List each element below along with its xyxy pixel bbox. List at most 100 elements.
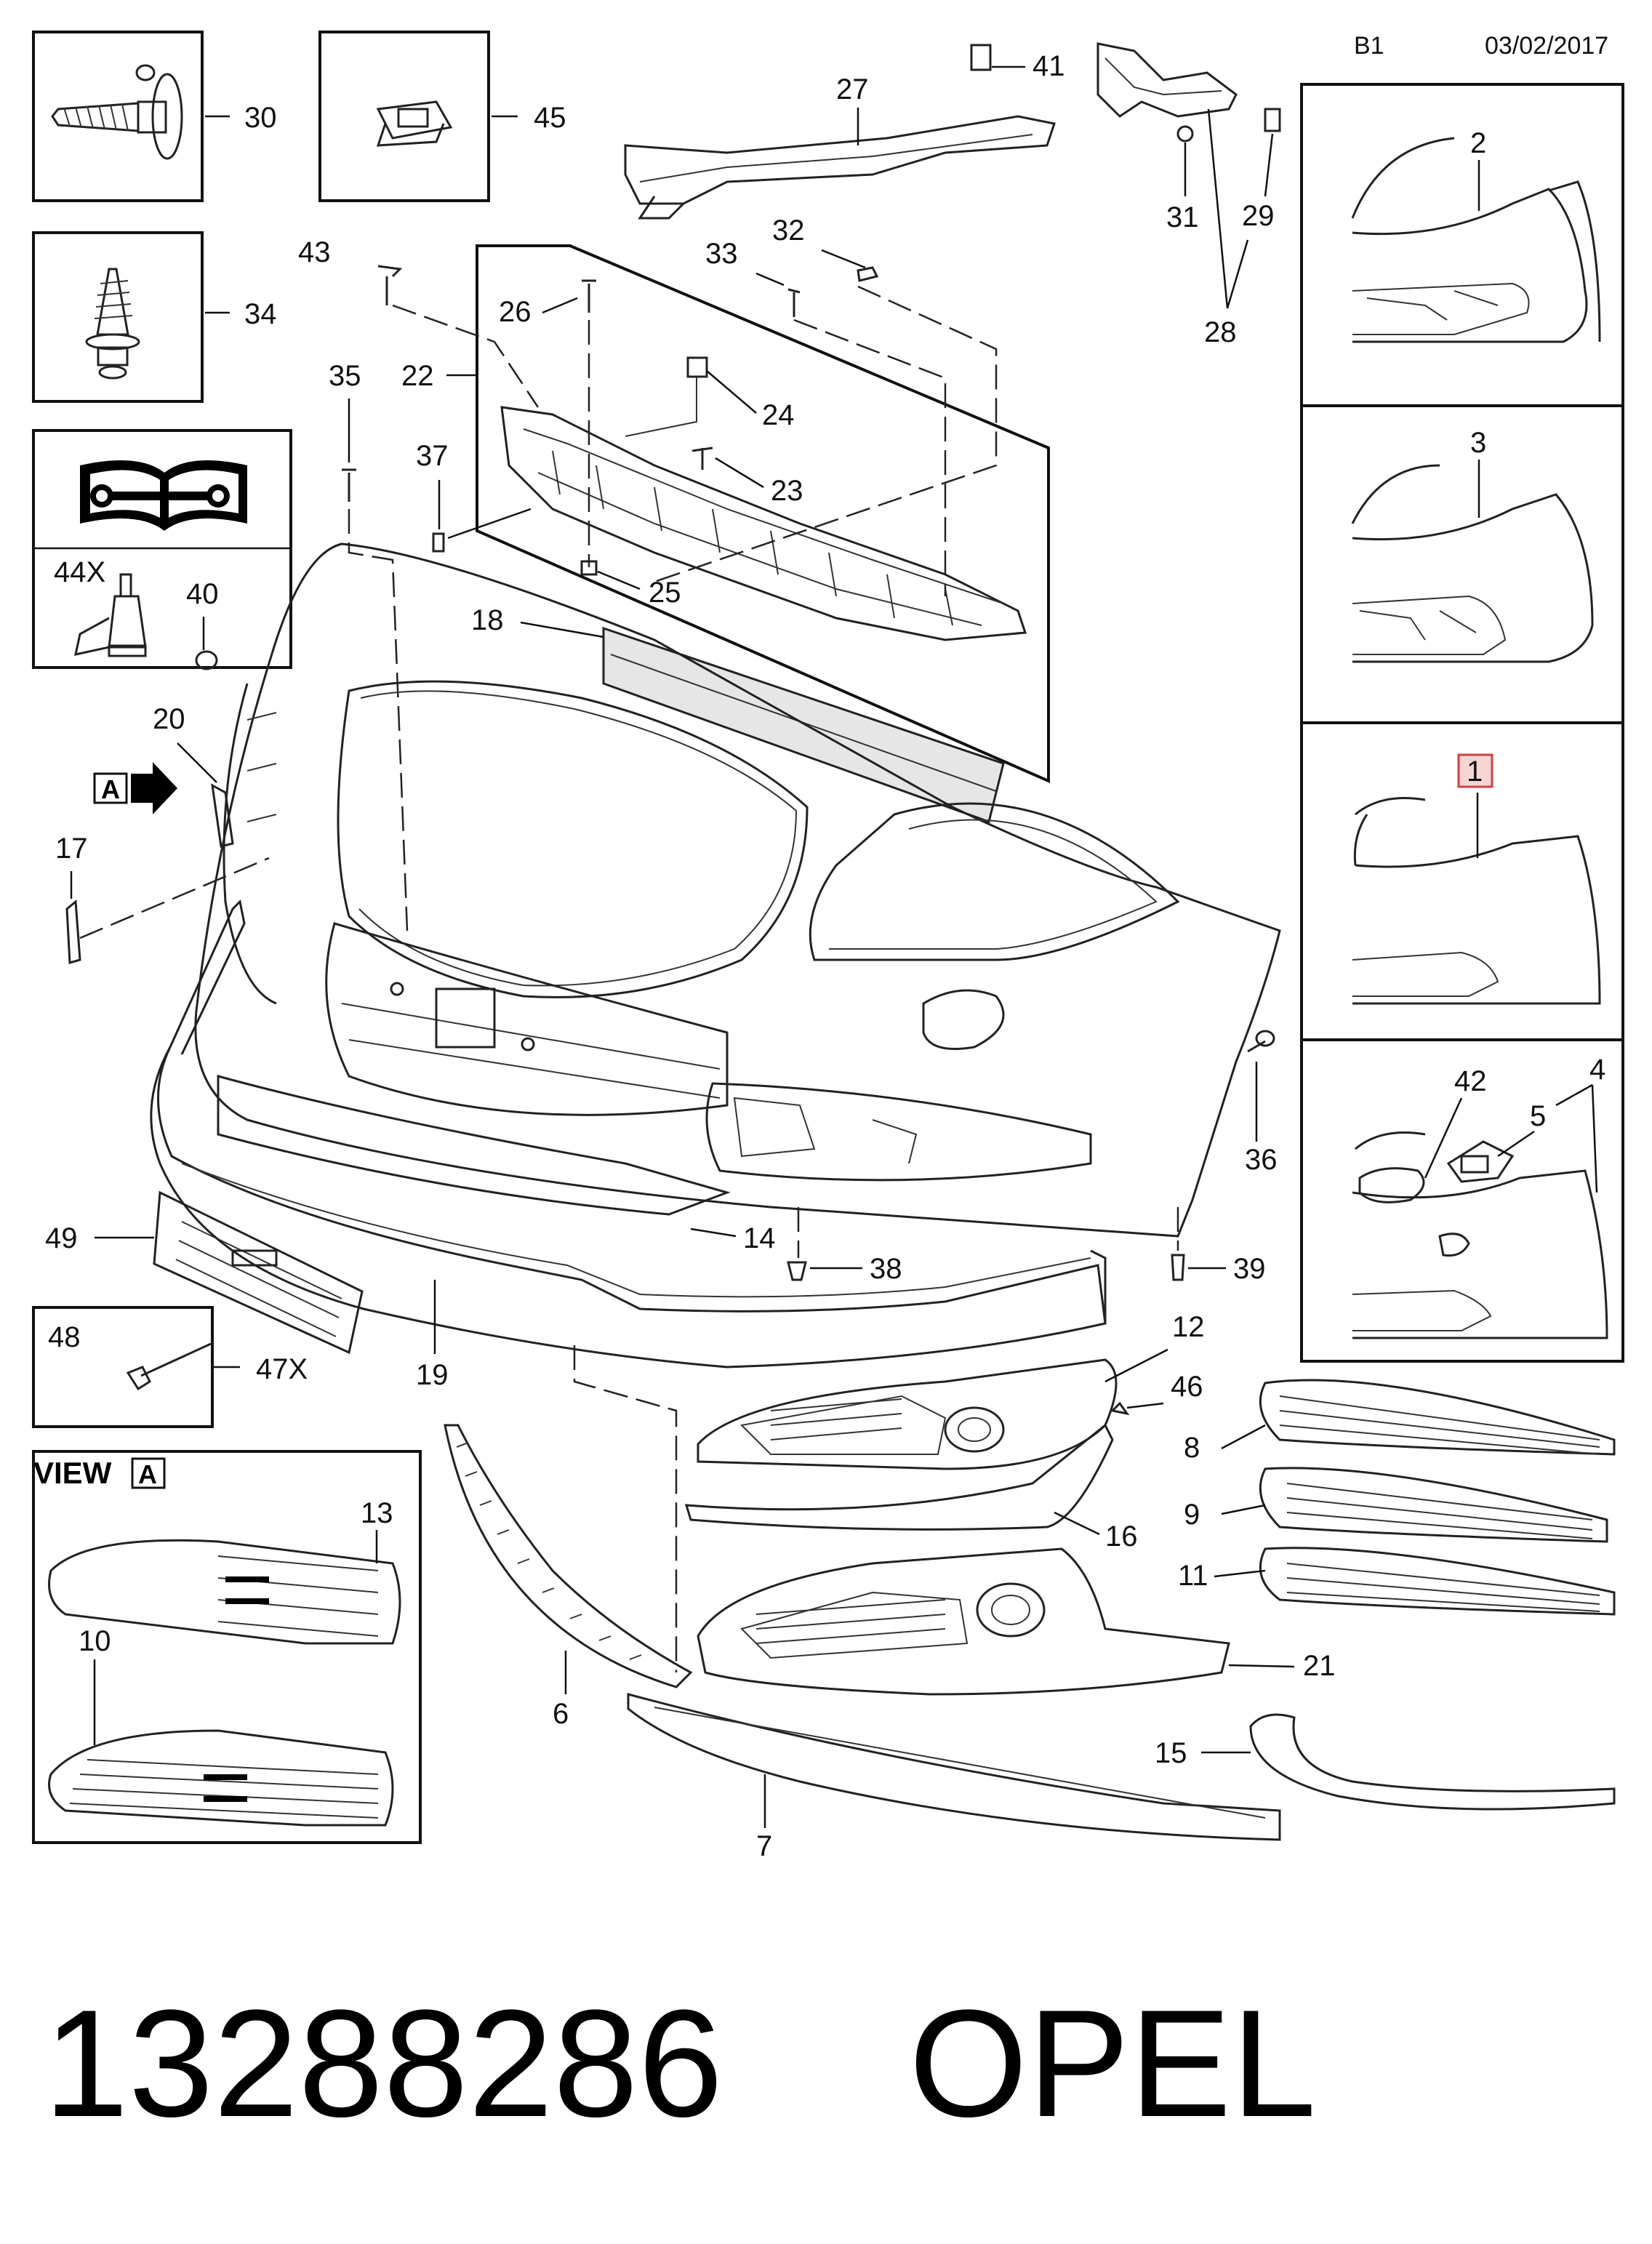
callout-36: 36 [1245, 1144, 1278, 1176]
callout-25: 25 [649, 577, 681, 609]
callout-40: 40 [186, 578, 219, 610]
grille-insert-9: 9 [1184, 1467, 1608, 1543]
side-bracket-28: 41 31 29 28 [970, 42, 1281, 348]
clip-29 [1264, 108, 1281, 132]
callout-7: 7 [756, 1830, 772, 1862]
clip-25 [580, 560, 598, 576]
nut-40 [195, 650, 218, 670]
callout-20: 20 [153, 703, 185, 735]
clip-41 [970, 44, 992, 71]
bracket-panel-22: 22 [401, 244, 1050, 784]
screw-32 [857, 266, 879, 282]
callout-13: 13 [361, 1497, 393, 1529]
clip-24 [686, 356, 708, 378]
part-number: 13288286 [44, 1978, 723, 2149]
licence-bracket-49: 49 [45, 1190, 364, 1355]
screw-33 [787, 288, 801, 317]
inset-box-44x: 44X [32, 429, 292, 669]
callout-15: 15 [1155, 1737, 1187, 1769]
adhesive-tube-icon [74, 573, 147, 657]
callout-1: 1 [1467, 756, 1483, 788]
callout-42: 42 [1454, 1065, 1487, 1097]
callout-19: 19 [416, 1359, 449, 1391]
callout-32: 32 [772, 215, 805, 247]
fasteners-right: 36 39 38 [787, 1030, 1278, 1285]
callout-14: 14 [743, 1222, 776, 1254]
callout-49: 49 [45, 1222, 78, 1254]
screw-43 [377, 265, 403, 305]
callout-24: 24 [762, 399, 795, 431]
screw-26 [582, 279, 596, 313]
wrench-book-icon [80, 460, 247, 531]
callout-2: 2 [1470, 127, 1486, 159]
callout-38: 38 [870, 1253, 902, 1285]
chrome-strip-16: 16 [684, 1423, 1138, 1552]
callout-3: 3 [1470, 427, 1486, 459]
variant-box-4: 42 4 5 [1300, 1038, 1624, 1363]
lower-spoiler-19: 19 [150, 899, 1107, 1672]
callout-28: 28 [1204, 316, 1237, 348]
sheet-label: B1 [1354, 32, 1384, 60]
variant-box-2: 2 [1300, 83, 1624, 407]
screw-36 [1255, 1030, 1275, 1047]
callout-33: 33 [705, 238, 738, 270]
fasteners-left: 35 37 40 [186, 360, 532, 931]
callout-48: 48 [48, 1321, 81, 1353]
clip-20 [211, 783, 234, 848]
callout-6: 6 [553, 1698, 569, 1730]
rivet-39 [1171, 1254, 1185, 1281]
trim-strip-15: 15 [1155, 1713, 1616, 1811]
fog-surround-21: 21 [697, 1547, 1336, 1696]
callout-10: 10 [79, 1625, 111, 1657]
date-label: 03/02/2017 [1485, 32, 1608, 60]
callout-5: 5 [1530, 1100, 1546, 1132]
variant-box-1: 1 [1300, 721, 1624, 1041]
brand-name: OPEL [909, 1978, 1316, 2149]
callout-12: 12 [1172, 1311, 1205, 1343]
view-title: VIEW [33, 1456, 112, 1490]
clip-17 [65, 899, 81, 964]
highlight-box-1 [1457, 753, 1493, 788]
bolt-icon [51, 64, 183, 160]
upper-reinforcement-27: 27 [624, 73, 1056, 220]
callout-37: 37 [416, 440, 449, 472]
grille-10: 10 [48, 1625, 394, 1827]
callout-41: 41 [1032, 50, 1065, 82]
callout-47x: 47X [256, 1353, 308, 1385]
nut-31 [1176, 125, 1194, 143]
fasteners-bracket: 43 26 33 32 24 23 25 [298, 215, 998, 609]
callout-9: 9 [1184, 1499, 1200, 1531]
lower-strip-7: 7 [627, 1693, 1281, 1862]
callout-39: 39 [1233, 1253, 1266, 1285]
callout-16: 16 [1105, 1520, 1138, 1552]
clip-nut-icon [376, 100, 453, 147]
arrow-letter: A [101, 774, 120, 804]
callout-43: 43 [298, 236, 331, 268]
callout-35: 35 [329, 360, 361, 392]
rivet-38 [787, 1261, 807, 1281]
callout-11: 11 [1178, 1560, 1208, 1592]
front-bumper-fascia: 14 [194, 542, 1281, 1254]
deflector-6: 6 [444, 1424, 693, 1730]
fog-bezel-12: 12 46 [697, 1311, 1205, 1470]
inset-box-45: 45 [318, 31, 566, 202]
side-items-left: 20 17 A [55, 703, 270, 964]
screw-23 [691, 446, 713, 470]
callout-34: 34 [244, 298, 277, 330]
screw-37 [432, 532, 445, 553]
callout-46: 46 [1171, 1371, 1203, 1403]
callout-21: 21 [1303, 1650, 1336, 1682]
inset-box-30: 30 [32, 31, 277, 202]
callout-4: 4 [1589, 1054, 1605, 1086]
callout-17: 17 [55, 833, 88, 865]
callout-18: 18 [471, 604, 504, 636]
inset-box-34: 34 [32, 231, 277, 403]
grille-insert-8: 8 [1184, 1379, 1616, 1464]
energy-absorber-18: 18 [471, 604, 1005, 823]
callout-44x: 44X [54, 556, 105, 588]
screw-35 [342, 468, 356, 502]
view-letter: A [138, 1459, 157, 1489]
callout-31: 31 [1166, 201, 1199, 233]
view-a-box: VIEW A 13 10 [32, 1450, 422, 1844]
